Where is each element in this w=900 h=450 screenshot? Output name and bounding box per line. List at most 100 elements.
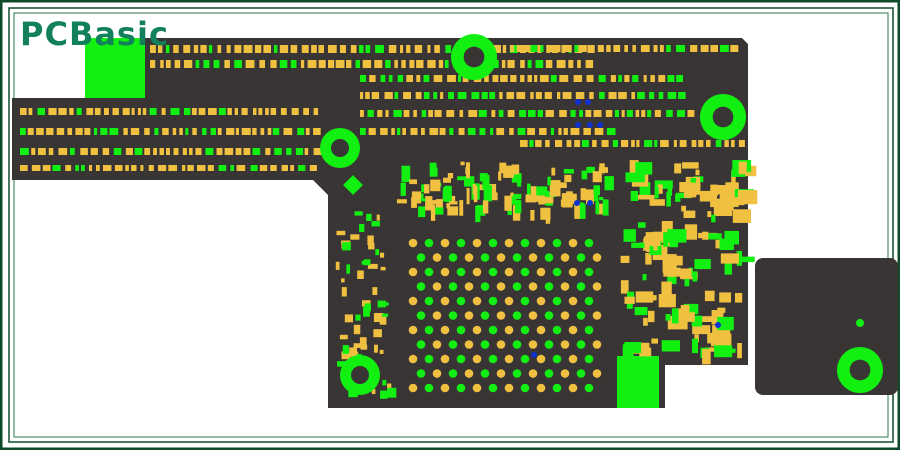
bga-ball [576, 253, 586, 262]
pad [420, 198, 426, 202]
pad [462, 75, 469, 82]
pad [563, 169, 574, 174]
pad [651, 338, 658, 344]
pad [706, 233, 722, 240]
pad [630, 191, 638, 201]
pad [28, 108, 33, 115]
pad [89, 165, 92, 171]
bga-ball [520, 238, 530, 248]
pad [270, 165, 277, 171]
bga-ball [464, 282, 474, 291]
pad [695, 169, 700, 176]
pad [267, 128, 272, 135]
bga-ball [472, 325, 482, 335]
pad [69, 148, 75, 155]
pad [344, 314, 353, 323]
pad [444, 60, 449, 68]
bga-ball [408, 296, 418, 306]
bga-ball [528, 340, 538, 349]
pad [486, 192, 498, 201]
pad [510, 45, 515, 52]
pad [658, 92, 664, 99]
pad [81, 165, 85, 171]
pad [113, 148, 122, 155]
pad [568, 60, 574, 68]
pad [385, 60, 391, 68]
pad [731, 172, 736, 185]
bga-ball [496, 253, 506, 262]
pad [259, 165, 268, 171]
pad [423, 75, 430, 82]
pad [447, 173, 454, 179]
bga-ball [536, 325, 546, 335]
pad [598, 75, 606, 82]
pad [663, 267, 681, 277]
pad [710, 184, 718, 196]
bga-ball [416, 340, 426, 349]
pad [360, 110, 364, 117]
pad [631, 92, 635, 99]
pad [499, 92, 503, 99]
pad [724, 140, 729, 147]
pad [144, 128, 150, 135]
pad [307, 60, 317, 68]
pad [353, 343, 361, 348]
pad [605, 110, 613, 117]
pad [364, 303, 371, 312]
pad [471, 92, 480, 99]
pad [534, 75, 538, 82]
bga-ball [568, 325, 578, 335]
pad [679, 268, 692, 279]
green-square-top [85, 38, 145, 98]
pad [75, 165, 79, 171]
pad [598, 167, 608, 173]
pad [100, 128, 108, 135]
bga-ball [424, 267, 434, 277]
pad [342, 242, 351, 251]
pad [540, 45, 544, 52]
pad [131, 165, 137, 171]
pad [20, 165, 28, 171]
pad [684, 185, 693, 198]
pad [504, 195, 512, 211]
pad [430, 204, 436, 221]
pad [112, 108, 119, 115]
pad [270, 60, 277, 68]
bga-ball [432, 340, 442, 349]
pad [692, 338, 698, 354]
pad [562, 92, 572, 99]
pad [374, 60, 383, 68]
pad [457, 92, 467, 99]
pad [241, 128, 251, 135]
pad [585, 60, 594, 68]
pad [376, 214, 380, 221]
pad [445, 45, 452, 53]
bga-ball [584, 267, 594, 277]
pad [401, 60, 406, 68]
pad [36, 128, 44, 135]
pad [580, 188, 587, 201]
pad [429, 128, 439, 135]
pad [510, 75, 517, 82]
bga-ball [584, 238, 594, 248]
bga-ball [488, 354, 498, 364]
pad [187, 165, 194, 171]
bga-ball [584, 354, 594, 364]
pad [382, 313, 389, 317]
bga-ball [536, 383, 546, 393]
pad [464, 176, 475, 187]
bga-ball [568, 296, 578, 306]
pad [738, 190, 758, 205]
pad [377, 300, 386, 308]
pad [168, 165, 178, 171]
pad [218, 108, 226, 115]
pad [435, 199, 443, 212]
pad [690, 45, 698, 52]
pad [303, 108, 309, 115]
bga-ball [448, 311, 458, 320]
bga-ball [480, 282, 490, 291]
pad [595, 201, 600, 215]
pad [459, 110, 464, 117]
pad [551, 167, 556, 176]
